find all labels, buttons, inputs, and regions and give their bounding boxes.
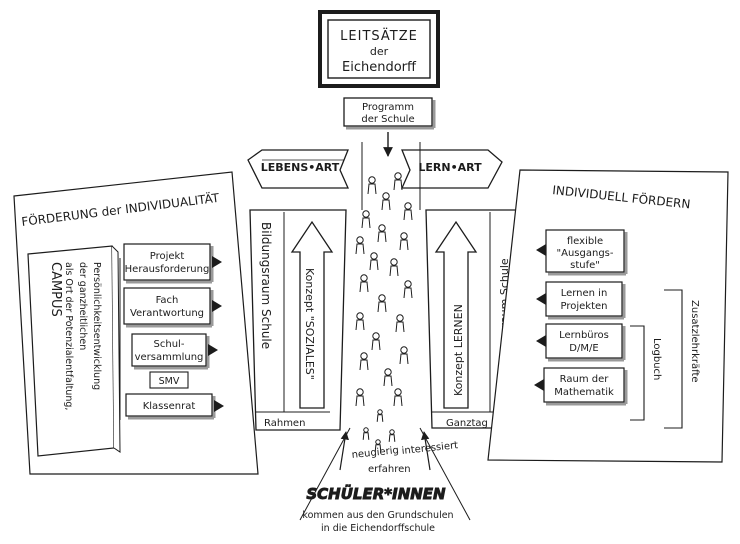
student-figure <box>399 232 409 251</box>
banner-right-label: LERN•ART <box>418 161 482 174</box>
student-figure <box>362 427 370 440</box>
left-item-schulversammlung: Schul- versammlung <box>131 333 218 370</box>
title-line-1: LEITSÄTZE <box>340 28 418 44</box>
konzept-lernen-label: Konzept LERNEN <box>452 304 465 396</box>
right-item-flexible: flexible "Ausgangs- stufe" <box>536 229 628 276</box>
left-panel: FÖRDERUNG der INDIVIDUALITÄT CAMPUS als … <box>13 171 259 475</box>
program-box: Programm der Schule <box>343 97 436 130</box>
flexible-line-1: flexible <box>567 236 603 247</box>
flexible-line-2: "Ausgangs- <box>557 248 614 259</box>
adjective-erfahren: erfahren <box>368 464 411 475</box>
bottom-subtext-1: kommen aus den Grundschulen <box>302 510 453 521</box>
ganztag-label: Ganztag <box>446 418 488 429</box>
fach-line-1: Fach <box>156 295 179 306</box>
student-figure <box>403 280 413 299</box>
left-item-fach: Fach Verantwortung <box>123 287 222 328</box>
rahmen-label: Rahmen <box>264 418 305 429</box>
bottom-section: neugierig interessiert erfahren SCHÜLER*… <box>299 427 471 534</box>
banner-lernart: LERN•ART <box>400 149 503 189</box>
student-figure <box>403 202 413 221</box>
student-figure <box>395 314 405 333</box>
right-item-mathematik: Raum der Mathematik <box>534 367 628 406</box>
schulversammlung-line-1: Schul- <box>154 339 185 350</box>
student-figure <box>377 224 387 243</box>
schueler-innen-heading: SCHÜLER*INNEN <box>306 484 446 503</box>
lernbueros-line-1: Lernbüros <box>559 330 609 341</box>
student-figure <box>355 388 365 407</box>
logbuch-bracket: Logbuch <box>630 325 662 421</box>
student-figure <box>388 429 396 442</box>
student-figure <box>355 312 365 331</box>
adjective-neugierig: neugierig <box>351 445 399 461</box>
lernbueros-line-2: D/M/E <box>569 343 598 354</box>
campus-box: CAMPUS als Ort der Potenzialentfaltung, … <box>27 245 121 457</box>
right-item-lernbueros: Lernbüros D/M/E <box>536 323 626 362</box>
student-figure <box>377 294 387 313</box>
zusatzlehrkraefte-bracket: Zusatzlehrkräfte <box>664 289 700 429</box>
adjective-interessiert: interessiert <box>401 440 459 457</box>
student-figure <box>383 368 393 387</box>
program-line-2: der Schule <box>361 114 414 125</box>
left-item-smv: SMV <box>149 371 189 389</box>
smv-label: SMV <box>159 376 180 387</box>
bottom-left-arrow <box>339 431 349 471</box>
mathematik-line-1: Raum der <box>560 374 610 385</box>
mathematik-line-2: Mathematik <box>554 387 614 398</box>
program-line-1: Programm <box>362 102 414 113</box>
student-figure <box>381 192 391 211</box>
student-figure <box>374 439 382 452</box>
konzept-soziales-label: Konzept "SOZIALES" <box>303 268 316 380</box>
banner-left-label: LEBENS•ART <box>261 161 340 174</box>
left-item-klassenrat: Klassenrat <box>125 393 224 420</box>
klassenrat-label: Klassenrat <box>143 401 196 412</box>
banner-lebensart: LEBENS•ART <box>247 149 350 189</box>
campus-line-4: Persönlichkeitsentwicklung <box>91 262 102 390</box>
student-figure <box>371 332 381 351</box>
center-right-block: Konzept LERNEN Entwicklungsraum Schule G… <box>425 209 519 429</box>
projekte-line-2: Projekten <box>561 301 608 312</box>
schulversammlung-line-2: versammlung <box>135 352 204 363</box>
lernen-up-arrow <box>434 220 478 409</box>
flexible-line-3: stufe" <box>570 260 600 271</box>
student-figure <box>359 352 369 371</box>
student-figure <box>369 252 379 271</box>
campus-title: CAMPUS <box>48 262 63 317</box>
zusatzlehrkraefte-label: Zusatzlehrkräfte <box>689 300 700 383</box>
bottom-subtext-2: in die Eichendorffschule <box>321 523 435 534</box>
student-figures <box>355 172 413 452</box>
fach-line-2: Verantwortung <box>130 308 204 319</box>
bildungsraum-label: Bildungsraum Schule <box>259 222 273 349</box>
student-figure <box>393 388 403 407</box>
bottom-right-arrow <box>421 431 431 471</box>
student-figure <box>361 210 371 229</box>
student-figure <box>367 176 377 195</box>
campus-line-3: der ganzheitlichen <box>77 262 88 350</box>
student-figure <box>399 346 409 365</box>
soziales-up-arrow <box>290 220 334 409</box>
center-left-block: Bildungsraum Schule Konzept "SOZIALES" R… <box>249 209 347 431</box>
student-figure <box>393 172 403 191</box>
left-item-projekt: Projekt Herausforderung <box>123 243 222 284</box>
logbuch-label: Logbuch <box>651 338 662 380</box>
title-line-2: der <box>370 45 389 58</box>
student-figure <box>389 258 399 277</box>
student-figure <box>376 409 384 422</box>
title-box: LEITSÄTZE der Eichendorff <box>318 10 440 88</box>
student-figure <box>359 274 369 293</box>
title-line-3: Eichendorff <box>342 60 417 75</box>
right-item-projekte: Lernen in Projekten <box>536 281 626 320</box>
campus-line-2: als Ort der Potenzialentfaltung, <box>63 262 74 410</box>
projekt-line-1: Projekt <box>150 251 185 262</box>
projekte-line-1: Lernen in <box>561 288 608 299</box>
student-funnel <box>361 142 421 210</box>
student-figure <box>355 236 365 255</box>
projekt-line-2: Herausforderung <box>125 264 210 275</box>
right-panel: INDIVIDUELL FÖRDERN flexible "Ausgangs- … <box>487 169 729 463</box>
